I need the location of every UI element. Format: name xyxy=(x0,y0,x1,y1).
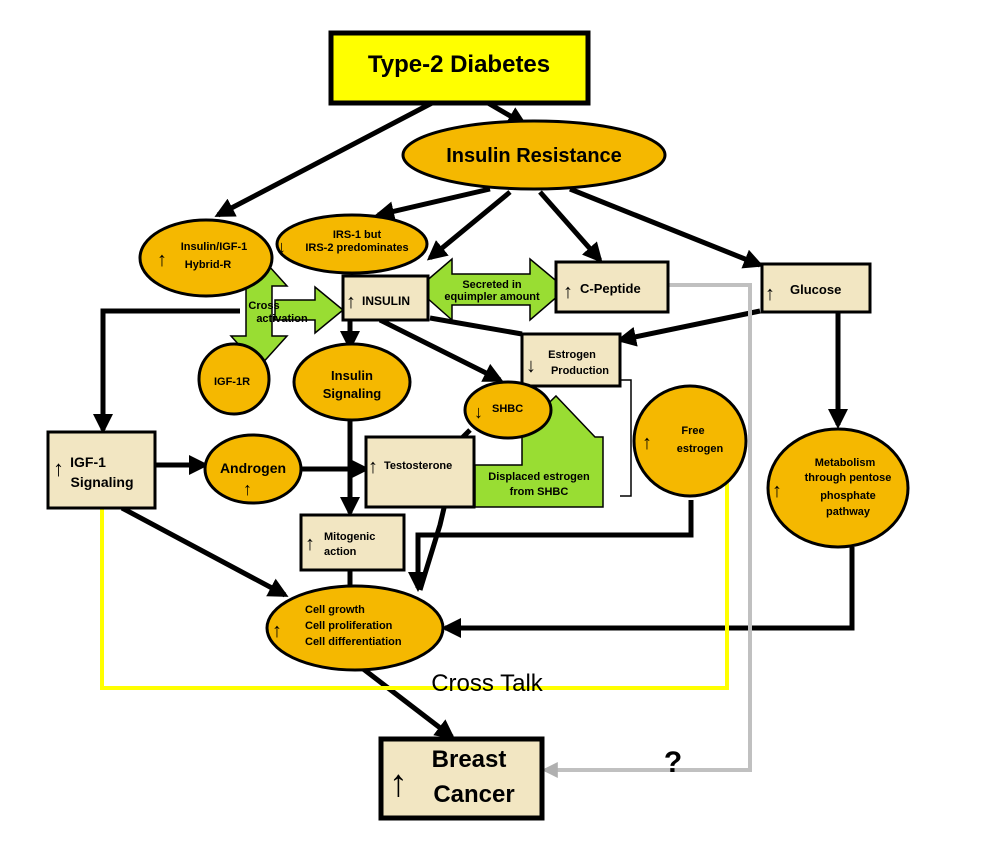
down-arrow-icon: ↓ xyxy=(277,237,286,257)
diabetes-label: Type-2 Diabetes xyxy=(368,51,550,78)
node-insulin-signaling: Insulin Signaling xyxy=(292,342,412,422)
arrow-cell-to-breast-cancer xyxy=(360,666,456,740)
cross-talk-label: Cross Talk xyxy=(431,670,544,697)
irs-line1: IRS-1 but xyxy=(333,229,382,241)
hybrid-line1: Insulin/IGF-1 xyxy=(181,241,248,253)
cross-activation-line2: activation xyxy=(256,313,308,325)
insulin-signaling-line1: Insulin xyxy=(331,368,373,383)
cross-talk-loop xyxy=(100,475,729,690)
arrow-insulin-to-shbc xyxy=(378,317,504,383)
displaced-line1: Displaced estrogen xyxy=(488,471,590,483)
node-glucose: ↑ Glucose xyxy=(760,262,872,314)
estrogen-bracket xyxy=(620,379,632,497)
igf1r-label: IGF-1R xyxy=(214,376,250,388)
metabolism-line2: through pentose xyxy=(805,472,892,484)
node-mitogenic: ↑ Mitogenic action xyxy=(299,513,406,572)
secreted-line2: equimpler amount xyxy=(444,291,540,303)
up-arrow-icon: ↑ xyxy=(243,479,252,499)
androgen-label: Androgen xyxy=(220,460,286,476)
up-arrow-icon: ↑ xyxy=(368,456,378,478)
node-insulin-resistance: Insulin Resistance xyxy=(401,119,667,191)
up-arrow-icon: ↑ xyxy=(346,291,356,313)
line-insulin-to-estrogen xyxy=(429,315,523,337)
insulin-resistance-label: Insulin Resistance xyxy=(446,145,622,167)
node-breast-cancer: ↑ Breast Cancer xyxy=(378,736,545,821)
node-irs: ↓ IRS-1 but IRS-2 predominates xyxy=(275,213,429,275)
arrow-igf1-to-cell xyxy=(120,505,289,598)
arrow-igf-split-to-igf1-signaling xyxy=(93,308,240,434)
node-diabetes: Type-2 Diabetes xyxy=(328,30,591,106)
cell-line3: Cell differentiation xyxy=(305,636,402,648)
up-arrow-icon: ↑ xyxy=(563,281,573,303)
free-estrogen-line1: Free xyxy=(681,425,704,437)
igf1-signaling-line1: IGF-1 xyxy=(70,454,106,470)
estrogen-line2: Production xyxy=(551,365,609,377)
metabolism-line3: phosphate xyxy=(820,490,876,502)
irs-line2: IRS-2 predominates xyxy=(305,242,408,254)
up-arrow-icon: ↑ xyxy=(642,432,652,454)
cell-line2: Cell proliferation xyxy=(305,620,393,632)
breast-cancer-line1: Breast xyxy=(432,746,507,773)
cell-line1: Cell growth xyxy=(305,604,365,616)
arrow-glucose-to-estrogen xyxy=(616,308,761,347)
secreted-line1: Secreted in xyxy=(462,279,522,291)
up-arrow-icon: ↑ xyxy=(389,763,408,805)
testosterone-label: Testosterone xyxy=(384,460,452,472)
node-cpeptide: ↑ C-Peptide xyxy=(554,260,670,314)
up-arrow-icon: ↑ xyxy=(765,283,775,305)
down-arrow-icon: ↓ xyxy=(474,402,483,422)
insulin-signaling-line2: Signaling xyxy=(323,386,382,401)
hybrid-line2: Hybrid-R xyxy=(185,259,232,271)
arrow-metabolism-to-cell xyxy=(441,547,855,638)
cross-activation-line1: Cross xyxy=(248,300,279,312)
arrow-resistance-to-glucose xyxy=(569,186,764,269)
gray-uncertain-arrow xyxy=(541,283,752,778)
node-igf1r: IGF-1R xyxy=(197,342,271,416)
up-arrow-icon: ↑ xyxy=(305,533,315,555)
cross-activation-right-arrow xyxy=(274,285,345,335)
up-arrow-icon: ↑ xyxy=(53,456,64,481)
displaced-line2: from SHBC xyxy=(510,486,569,498)
mitogenic-line2: action xyxy=(324,546,357,558)
arrow-resistance-to-insulin xyxy=(426,190,512,261)
arrow-resistance-to-cpeptide xyxy=(538,190,603,263)
node-estrogen-production: ↓ Estrogen Production xyxy=(520,332,622,388)
node-metabolism: ↑ Metabolism through pentose phosphate p… xyxy=(766,427,910,549)
node-cell-growth: ↑ Cell growth Cell proliferation Cell di… xyxy=(265,584,445,672)
estrogen-line1: Estrogen xyxy=(548,349,596,361)
insulin-label: INSULIN xyxy=(362,294,410,308)
up-arrow-icon: ↑ xyxy=(272,620,282,642)
node-shbc: ↓ SHBC xyxy=(463,380,553,440)
node-insulin: ↑ INSULIN xyxy=(341,274,430,322)
free-estrogen-line2: estrogen xyxy=(677,443,724,455)
node-igf1-signaling: ↑ IGF-1 Signaling xyxy=(46,430,157,510)
metabolism-line4: pathway xyxy=(826,506,871,518)
question-mark-label: ? xyxy=(664,746,682,779)
metabolism-line1: Metabolism xyxy=(815,457,876,469)
arrow-free-estrogen-to-cell xyxy=(408,500,694,592)
node-testosterone: ↑ Testosterone xyxy=(364,435,476,509)
mitogenic-line1: Mitogenic xyxy=(324,531,375,543)
igf1-signaling-line2: Signaling xyxy=(71,474,134,490)
node-hybrid-receptor: ↑ Insulin/IGF-1 Hybrid-R xyxy=(138,218,274,298)
breast-cancer-line2: Cancer xyxy=(433,781,514,808)
arrow-resistance-to-irs xyxy=(374,186,491,222)
up-arrow-icon: ↑ xyxy=(772,480,782,502)
glucose-label: Glucose xyxy=(790,282,841,297)
node-androgen: Androgen ↑ xyxy=(203,433,303,505)
node-free-estrogen: ↑ Free estrogen xyxy=(632,384,748,498)
down-arrow-icon: ↓ xyxy=(526,355,536,377)
up-arrow-icon: ↑ xyxy=(157,249,167,271)
arrow-diabetes-to-hybrid xyxy=(214,100,434,218)
cpeptide-label: C-Peptide xyxy=(580,281,641,296)
shbc-label: SHBC xyxy=(492,403,523,415)
